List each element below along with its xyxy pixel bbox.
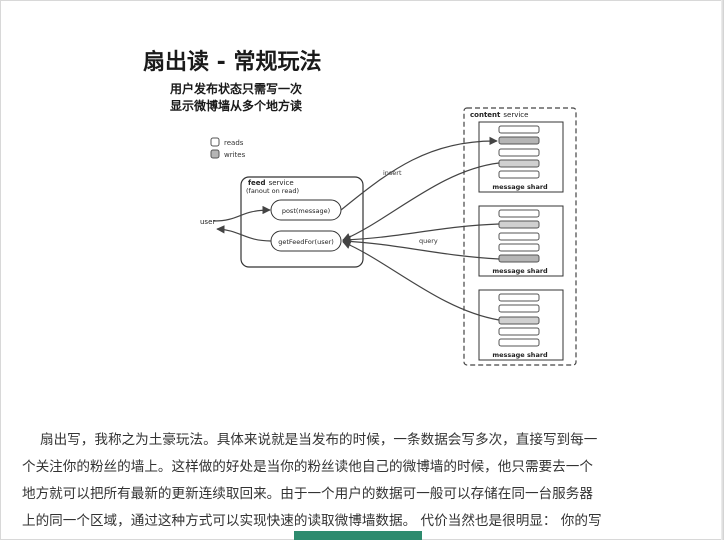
slide-subtitle-line-2: 显示微博墙从多个地方读: [170, 99, 303, 113]
legend-writes-label: writes: [224, 151, 246, 159]
query-arrow-shard-2a: [342, 223, 500, 244]
text-selection-highlight: [294, 531, 422, 540]
message-shard-1-label: message shard: [492, 183, 548, 191]
post-method-label: post(message): [282, 207, 330, 215]
paragraph-line-2: 个关注你的粉丝的墙上。这样做的好处是当你的粉丝读他自己的微博墙的时候，他只需要去…: [22, 459, 593, 475]
query-label: query: [419, 237, 438, 245]
get-feed-method-label: getFeedFor(user): [278, 238, 334, 246]
content-service-box: [463, 107, 577, 366]
feed-service-note: (fanout on read): [246, 187, 299, 195]
message-shard-3: [478, 289, 564, 361]
legend-reads-label: reads: [224, 139, 244, 147]
get-feed-to-user-arrow: [216, 225, 272, 242]
paragraph-line-3: 地方就可以把所有最新的更新连续取回来。由于一个用户的数据可一般可以存储在同一台服…: [22, 486, 593, 502]
page-edge-shadow: [721, 0, 724, 540]
query-arrow-shard-1: [342, 162, 500, 241]
insert-label: insert: [383, 169, 402, 177]
paragraph-line-1: 扇出写，我称之为土豪玩法。具体来说就是当发布的时候，一条数据会写多次，直接写到每…: [40, 432, 598, 448]
query-arrow-shard-2b: [342, 237, 500, 260]
message-shard-1: [478, 121, 564, 193]
query-arrow-shard-3: [342, 241, 500, 321]
user-label: user: [200, 218, 215, 226]
insert-arrow: [340, 136, 498, 211]
message-shard-2: [478, 205, 564, 277]
message-shard-2-label: message shard: [492, 267, 548, 275]
message-shard-3-label: message shard: [492, 351, 548, 359]
body-paragraph: 扇出写，我称之为土豪玩法。具体来说就是当发布的时候，一条数据会写多次，直接写到每…: [22, 427, 698, 535]
paragraph-line-4: 上的同一个区域，通过这种方式可以实现快速的读取微博墙数据。 代价当然也是很明显：…: [22, 513, 602, 529]
legend-reads-swatch: [210, 137, 220, 147]
slide-title: 扇出读 - 常规玩法: [143, 50, 322, 75]
legend-writes-swatch: [210, 149, 220, 159]
slide-subtitle-line-1: 用户发布状态只需写一次: [170, 82, 303, 96]
user-to-post-arrow: [213, 205, 271, 222]
